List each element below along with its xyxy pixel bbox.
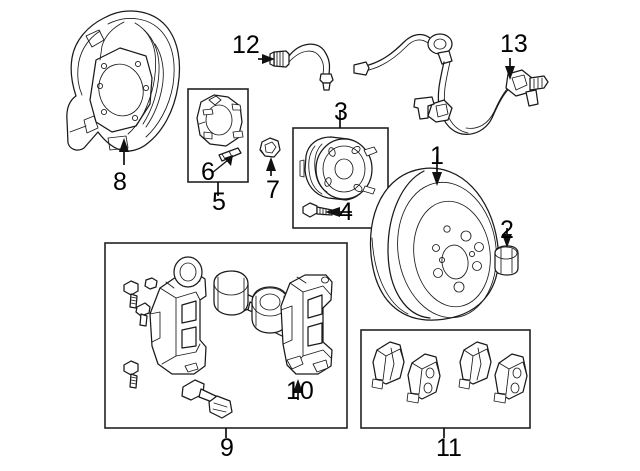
- callout-label-6: 6: [201, 158, 215, 186]
- part-hub-bearing-assembly: [299, 136, 378, 218]
- callout-label-1: 1: [430, 142, 444, 170]
- part-abs-speed-sensor: [353, 33, 549, 136]
- callout-label-3: 3: [334, 98, 348, 126]
- part-brake-pads: [371, 341, 528, 404]
- part-caliper-bolts: [123, 277, 158, 389]
- callout-label-5: 5: [212, 188, 226, 216]
- callout-label-13: 13: [500, 30, 528, 58]
- callout-label-11: 11: [436, 434, 462, 462]
- leader-lines: [119, 54, 515, 438]
- part-rotor-set-screw: [494, 245, 519, 276]
- callout-label-9: 9: [220, 434, 234, 462]
- part-steering-knuckle: [196, 94, 244, 162]
- callout-label-2: 2: [500, 216, 514, 244]
- callout-label-12: 12: [232, 31, 260, 59]
- part-caliper-bracket: [280, 274, 333, 375]
- part-hub-nut: [259, 137, 281, 158]
- part-hub-bolt: [302, 202, 333, 218]
- callout-label-4: 4: [339, 198, 353, 226]
- callout-label-10: 10: [286, 377, 314, 405]
- part-piston-and-seals: [173, 256, 319, 340]
- part-brake-hose: [269, 43, 334, 91]
- callout-label-7: 7: [266, 176, 280, 204]
- group-box-pads: [360, 329, 531, 429]
- callout-label-8: 8: [113, 168, 127, 196]
- part-brake-rotor: [369, 167, 500, 321]
- part-backing-plate: [66, 10, 181, 152]
- part-caliper-body: [149, 272, 207, 375]
